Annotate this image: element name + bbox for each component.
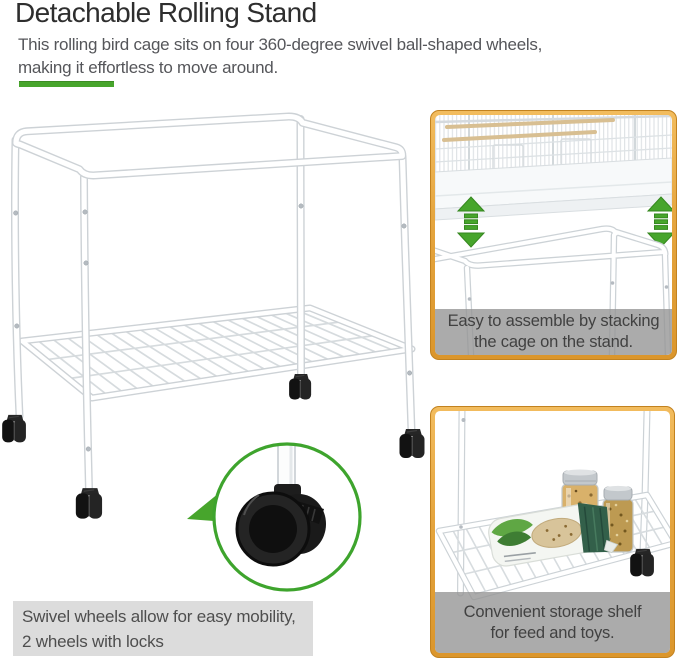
description-line-1: This rolling bird cage sits on four 360-… bbox=[18, 35, 543, 54]
product-description: This rolling bird cage sits on four 360-… bbox=[18, 33, 618, 79]
seed-bag bbox=[488, 502, 619, 567]
wheel-closeup bbox=[212, 442, 362, 592]
page-title: Detachable Rolling Stand bbox=[15, 0, 317, 28]
assemble-caption: Easy to assemble by stacking the cage on… bbox=[435, 309, 672, 355]
assemble-caption-line-1: Easy to assemble by stacking bbox=[447, 312, 660, 330]
storage-callout-image: Convenient storage shelf for feed and to… bbox=[435, 411, 670, 653]
wheel-caption-line-2: 2 wheels with locks bbox=[22, 632, 164, 651]
rolling-stand-illustration bbox=[1, 112, 426, 592]
wood-perch bbox=[442, 130, 597, 142]
assemble-caption-line-2: the cage on the stand. bbox=[474, 333, 633, 351]
wheel-caption-line-1: Swivel wheels allow for easy mobility, bbox=[22, 607, 296, 626]
stand-wire-shelf bbox=[18, 304, 416, 402]
assemble-callout-panel: Easy to assemble by stacking the cage on… bbox=[430, 110, 677, 360]
storage-caption: Convenient storage shelf for feed and to… bbox=[435, 592, 670, 653]
stand-top-frame bbox=[12, 112, 407, 180]
description-line-2: making it effortless to move around. bbox=[18, 58, 278, 77]
stand-top-in-inset bbox=[435, 225, 672, 355]
stand-legs bbox=[10, 115, 416, 494]
callout-pointer-icon bbox=[187, 493, 219, 521]
storage-caption-line-1: Convenient storage shelf bbox=[463, 602, 642, 621]
storage-shelf-illustration bbox=[435, 411, 670, 601]
wheel-caption: Swivel wheels allow for easy mobility, 2… bbox=[13, 601, 313, 656]
cage-stacking-illustration bbox=[435, 115, 672, 355]
assemble-callout-image: Easy to assemble by stacking the cage on… bbox=[435, 115, 672, 355]
stack-arrow-icon-left bbox=[456, 196, 486, 248]
storage-callout-panel: Convenient storage shelf for feed and to… bbox=[430, 406, 675, 658]
wood-perch bbox=[445, 118, 615, 129]
green-accent-bar bbox=[19, 81, 114, 87]
storage-caption-line-2: for feed and toys. bbox=[490, 623, 615, 642]
stack-arrow-icon-right bbox=[646, 196, 672, 248]
bird-cage bbox=[435, 115, 672, 221]
stand-casters bbox=[1, 373, 426, 520]
frame-screws bbox=[13, 203, 413, 452]
